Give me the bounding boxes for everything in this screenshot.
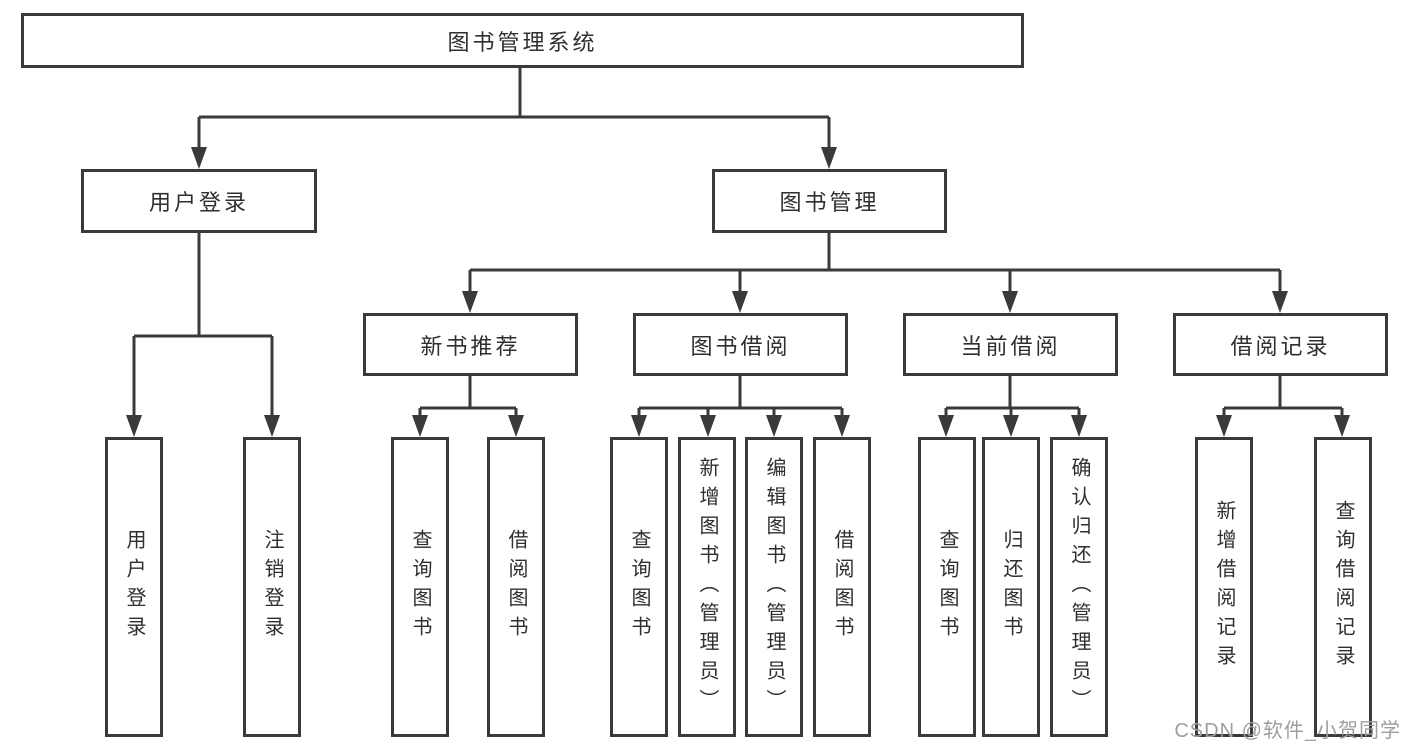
leaf-label: 注销登录	[261, 529, 283, 645]
leaf-label: 新增借阅记录	[1213, 500, 1235, 674]
node-label: 当前借阅	[960, 333, 1061, 359]
leaf-query-books-borrowing: 查询图书	[610, 437, 668, 737]
leaf-label: 归还图书	[1000, 529, 1022, 645]
leaf-label: 编辑图书（管理员）	[763, 456, 785, 718]
leaf-edit-book-admin: 编辑图书（管理员）	[745, 437, 803, 737]
leaf-add-book-admin: 新增图书（管理员）	[678, 437, 736, 737]
leaf-logout-login: 注销登录	[243, 437, 301, 737]
node-label: 图书管理系统	[447, 29, 598, 55]
leaf-label: 新增图书（管理员）	[696, 456, 718, 718]
node-current-borrowing: 当前借阅	[903, 313, 1118, 376]
leaf-query-borrow-record: 查询借阅记录	[1314, 437, 1372, 737]
leaf-label: 确认归还（管理员）	[1068, 456, 1090, 718]
leaf-borrow-books-recommend: 借阅图书	[487, 437, 545, 737]
leaf-label: 查询图书	[936, 529, 958, 645]
node-label: 用户登录	[148, 190, 249, 215]
leaf-label: 借阅图书	[831, 529, 853, 645]
node-library-system: 图书管理系统	[21, 13, 1024, 68]
leaf-label: 用户登录	[123, 529, 145, 645]
leaf-label: 借阅图书	[505, 529, 527, 645]
leaf-return-books: 归还图书	[982, 437, 1040, 737]
leaf-label: 查询图书	[409, 529, 431, 645]
node-book-management: 图书管理	[712, 169, 947, 233]
node-user-login: 用户登录	[81, 169, 317, 233]
leaf-borrow-books-borrowing: 借阅图书	[813, 437, 871, 737]
leaf-confirm-return-admin: 确认归还（管理员）	[1050, 437, 1108, 737]
leaf-add-borrow-record: 新增借阅记录	[1195, 437, 1253, 737]
leaf-user-login: 用户登录	[105, 437, 163, 737]
leaf-query-books-recommend: 查询图书	[391, 437, 449, 737]
node-label: 借阅记录	[1230, 333, 1331, 359]
csdn-watermark: CSDN @软件_小贺同学	[1174, 720, 1401, 742]
leaf-label: 查询图书	[628, 529, 650, 645]
leaf-label: 查询借阅记录	[1332, 500, 1354, 674]
node-borrowing-records: 借阅记录	[1173, 313, 1388, 376]
node-new-book-recommendation: 新书推荐	[363, 313, 578, 376]
node-label: 新书推荐	[420, 333, 521, 359]
leaf-query-books-current: 查询图书	[918, 437, 976, 737]
node-book-borrowing: 图书借阅	[633, 313, 848, 376]
node-label: 图书管理	[779, 190, 880, 215]
node-label: 图书借阅	[690, 333, 791, 359]
